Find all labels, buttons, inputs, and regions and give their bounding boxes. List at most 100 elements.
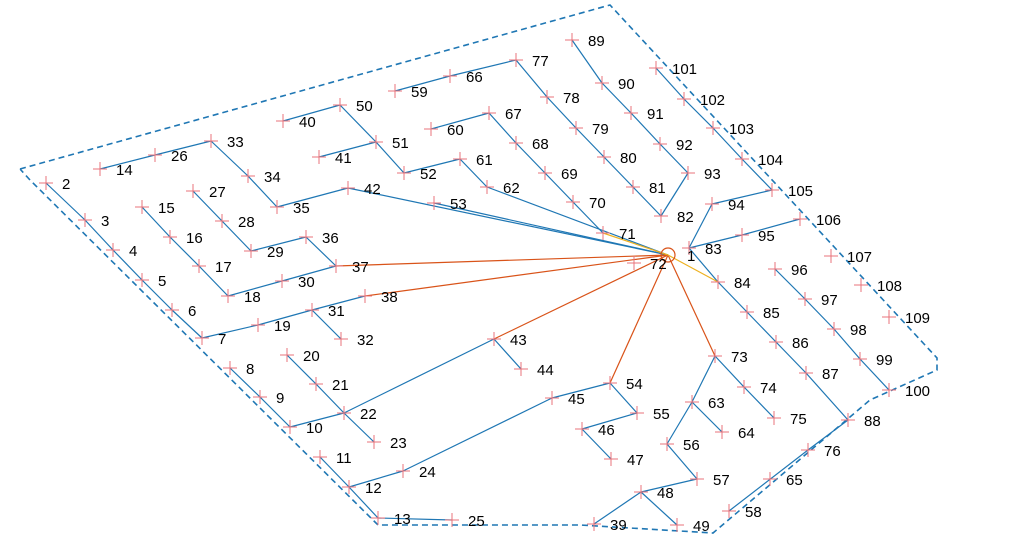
edge-8-9: [229, 367, 261, 398]
edge-56-57: [666, 443, 698, 480]
boundary-layer: [19, 4, 938, 534]
node-46: [575, 422, 589, 436]
edge-48-57: [640, 478, 698, 493]
node-label-106: 106: [816, 212, 841, 229]
node-label-83: 83: [705, 241, 722, 258]
node-24: [396, 464, 410, 478]
node-label-37: 37: [352, 259, 369, 276]
edge-17-18: [198, 265, 229, 297]
node-18: [221, 289, 235, 303]
node-16: [163, 230, 177, 244]
depot-edge-54: [609, 254, 669, 384]
node-61: [453, 152, 467, 166]
edge-19-31: [257, 309, 313, 326]
node-58: [722, 504, 736, 518]
node-26: [148, 148, 162, 162]
node-label-44: 44: [537, 362, 554, 379]
edge-51-52: [375, 141, 405, 174]
edge-60-67: [430, 112, 490, 130]
edge-74-75: [743, 386, 775, 419]
node-79: [569, 121, 583, 135]
node-label-39: 39: [610, 517, 627, 534]
node-35: [270, 200, 284, 214]
node-label-80: 80: [620, 150, 637, 167]
node-86: [769, 335, 783, 349]
edge-40-50: [282, 104, 341, 122]
node-label-49: 49: [693, 518, 710, 535]
node-52: [397, 166, 411, 180]
node-12: [342, 480, 356, 494]
node-label-68: 68: [532, 136, 549, 153]
node-72: [627, 256, 641, 270]
node-label-64: 64: [738, 425, 755, 442]
node-label-22: 22: [360, 406, 377, 423]
edge-28-29: [221, 220, 252, 252]
node-label-53: 53: [450, 196, 467, 213]
node-label-94: 94: [728, 197, 745, 214]
edge-48-49: [640, 491, 678, 526]
node-75: [767, 411, 781, 425]
node-63: [685, 395, 699, 409]
edge-3-4: [84, 219, 114, 251]
node-50: [333, 98, 347, 112]
edge-14-26: [99, 154, 156, 170]
node-15: [135, 200, 149, 214]
edge-92-91: [630, 112, 661, 145]
edge-46-47: [581, 428, 612, 460]
node-label-18: 18: [244, 289, 261, 306]
edge-62-depot: [486, 186, 669, 256]
node-label-28: 28: [238, 214, 255, 231]
node-label-98: 98: [850, 322, 867, 339]
edge-18-30: [227, 280, 283, 297]
node-label-79: 79: [592, 121, 609, 138]
edge-29-36: [250, 236, 307, 252]
node-label-108: 108: [877, 278, 902, 295]
node-2: [39, 176, 53, 190]
node-label-63: 63: [708, 395, 725, 412]
edge-68-69: [515, 142, 546, 174]
node-108: [854, 278, 868, 292]
edge-81-82: [632, 186, 662, 217]
edge-36-37: [305, 236, 337, 267]
node-label-32: 32: [357, 332, 374, 349]
node-label-58: 58: [745, 504, 762, 521]
node-label-13: 13: [394, 511, 411, 528]
node-label-77: 77: [532, 53, 549, 70]
edge-78-79: [546, 96, 577, 129]
node-22: [337, 406, 351, 420]
node-27: [186, 184, 200, 198]
node-34: [241, 169, 255, 183]
node-label-88: 88: [864, 413, 881, 430]
node-89: [565, 33, 579, 47]
node-39: [587, 517, 601, 531]
node-87: [799, 366, 813, 380]
node-label-5: 5: [158, 273, 166, 290]
node-label-52: 52: [420, 166, 437, 183]
label-layer: 2345678910111213141516171819202122232425…: [62, 33, 930, 535]
node-label-90: 90: [618, 76, 635, 93]
depot-edge-37: [335, 254, 669, 267]
node-80: [597, 150, 611, 164]
node-60: [424, 122, 438, 136]
edge-22-43: [343, 338, 495, 414]
node-107: [824, 249, 838, 263]
edge-46-55: [581, 412, 638, 430]
node-47: [604, 452, 618, 466]
edge-73-74: [714, 355, 745, 388]
node-88: [841, 413, 855, 427]
node-label-25: 25: [468, 513, 485, 530]
node-label-65: 65: [786, 472, 803, 489]
node-label-30: 30: [298, 274, 315, 291]
node-74: [737, 380, 751, 394]
node-11: [313, 450, 327, 464]
edge-15-16: [141, 206, 171, 238]
edge-30-37: [281, 265, 337, 282]
node-label-48: 48: [657, 485, 674, 502]
node-label-81: 81: [649, 180, 666, 197]
node-label-74: 74: [760, 380, 777, 397]
node-label-69: 69: [561, 166, 578, 183]
depot-label: 1: [687, 248, 695, 265]
edge-61-62: [459, 158, 488, 188]
node-label-67: 67: [505, 106, 522, 123]
node-78: [540, 90, 554, 104]
